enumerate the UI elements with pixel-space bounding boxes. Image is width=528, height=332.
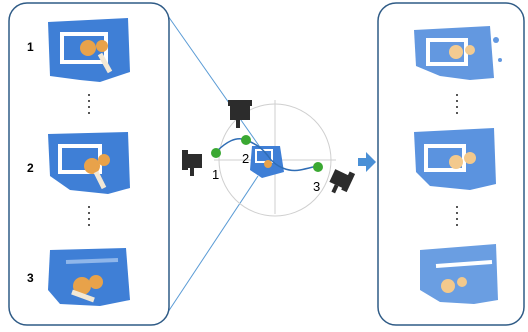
center-mesh [250, 146, 284, 178]
left-mesh-1 [48, 18, 130, 82]
right-arrow-icon [358, 152, 376, 172]
ellipsis-right-lower [456, 206, 458, 226]
connector-line-bottom [168, 176, 258, 312]
right-mesh-3 [420, 244, 498, 304]
gripper-icon [182, 150, 202, 176]
trajectory-label-3: 3 [313, 180, 320, 193]
ellipsis-left-lower [88, 206, 90, 226]
gripper-icon [228, 100, 252, 128]
waypoint-2 [241, 135, 251, 145]
left-step-label-2: 2 [27, 162, 34, 174]
ellipsis-right-upper [456, 94, 458, 114]
left-step-label-1: 1 [27, 41, 34, 53]
trajectory-label-1: 1 [212, 168, 219, 181]
left-mesh-3 [48, 248, 130, 306]
trajectory-label-2: 2 [242, 152, 249, 165]
waypoint-3 [313, 162, 323, 172]
right-mesh-2 [414, 128, 496, 190]
left-step-label-3: 3 [27, 272, 34, 284]
connector-line-top [168, 16, 262, 150]
ellipsis-left-upper [88, 94, 90, 114]
waypoint-1 [211, 148, 221, 158]
